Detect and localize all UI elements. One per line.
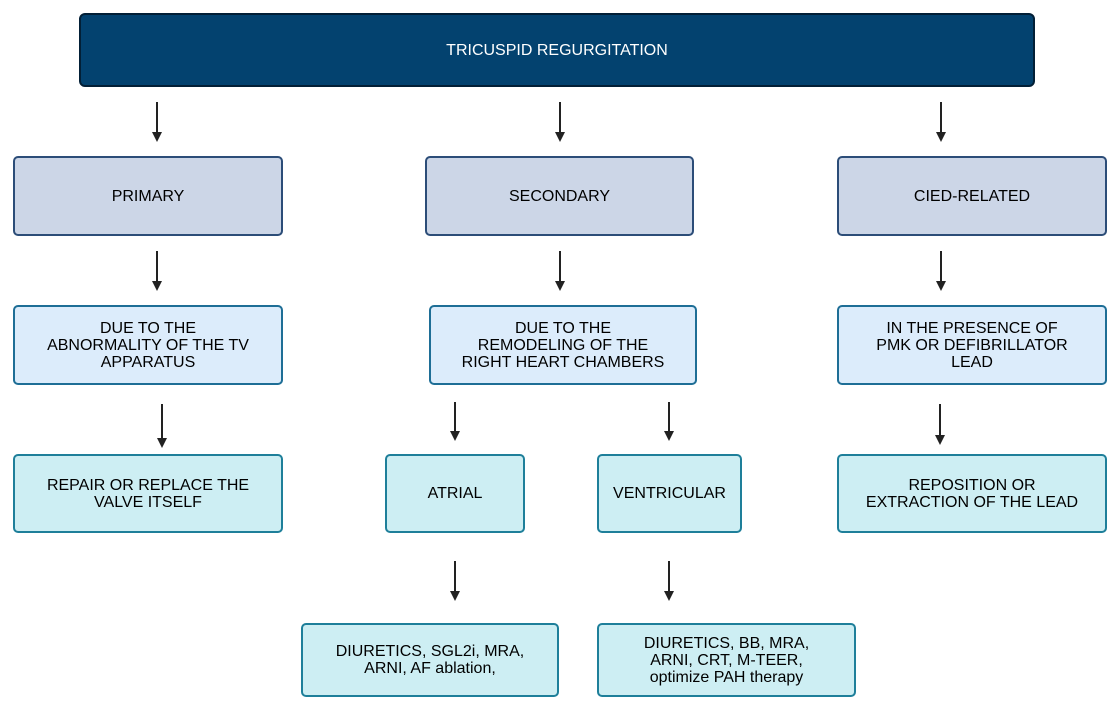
category-primary-label: PRIMARY (111, 187, 185, 205)
mechanism-primary: DUE TO THE ABNORMALITY OF THE TV APPARAT… (13, 305, 283, 385)
mechanism-secondary-line: RIGHT HEART CHAMBERS (461, 353, 665, 371)
mechanism-primary-line: APPARATUS (100, 353, 196, 371)
treatment-primary: REPAIR OR REPLACE THE VALVE ITSELF (13, 454, 283, 533)
diagram-title: TRICUSPID REGURGITATION (446, 41, 668, 59)
category-primary: PRIMARY (13, 156, 283, 236)
treatment-atrial-line: ARNI, AF ablation, (364, 660, 496, 677)
mechanism-cied-line: LEAD (951, 353, 993, 371)
mechanism-primary-line: DUE TO THE (99, 319, 196, 337)
treatment-cied-line: EXTRACTION OF THE LEAD (865, 493, 1079, 511)
treatment-cied-line: REPOSITION OR (908, 476, 1036, 494)
mechanism-secondary: DUE TO THE REMODELING OF THE RIGHT HEART… (429, 305, 697, 385)
treatment-cied: REPOSITION OR EXTRACTION OF THE LEAD (837, 454, 1107, 533)
mechanism-cied-line: IN THE PRESENCE OF (886, 319, 1058, 337)
category-cied-label: CIED-RELATED (913, 187, 1031, 205)
subtype-atrial: ATRIAL (385, 454, 525, 533)
category-secondary-label: SECONDARY (508, 187, 611, 205)
mechanism-secondary-line: REMODELING OF THE (477, 336, 649, 354)
category-secondary: SECONDARY (425, 156, 694, 236)
treatment-primary-line: REPAIR OR REPLACE THE (46, 476, 250, 494)
mechanism-secondary-line: DUE TO THE (514, 319, 611, 337)
mechanism-cied-line: PMK OR DEFIBRILLATOR (876, 336, 1068, 354)
mechanism-primary-line: ABNORMALITY OF THE TV (47, 336, 249, 354)
subtype-ventricular-label: VENTRICULAR (613, 485, 726, 502)
treatment-ventricular-line: optimize PAH therapy (649, 668, 804, 686)
treatment-primary-line: VALVE ITSELF (94, 493, 202, 511)
treatment-ventricular-line: DIURETICS, BB, MRA, (643, 634, 810, 652)
category-cied: CIED-RELATED (837, 156, 1107, 236)
subtype-atrial-label: ATRIAL (427, 485, 483, 502)
treatment-ventricular: DIURETICS, BB, MRA, ARNI, CRT, M-TEER, o… (597, 623, 856, 697)
treatment-atrial: DIURETICS, SGL2i, MRA, ARNI, AF ablation… (301, 623, 559, 697)
mechanism-cied: IN THE PRESENCE OF PMK OR DEFIBRILLATOR … (837, 305, 1107, 385)
treatment-ventricular-line: ARNI, CRT, M-TEER, (650, 651, 803, 669)
treatment-atrial-line: DIURETICS, SGL2i, MRA, (335, 643, 525, 660)
title-box: TRICUSPID REGURGITATION (79, 13, 1035, 87)
subtype-ventricular: VENTRICULAR (597, 454, 742, 533)
